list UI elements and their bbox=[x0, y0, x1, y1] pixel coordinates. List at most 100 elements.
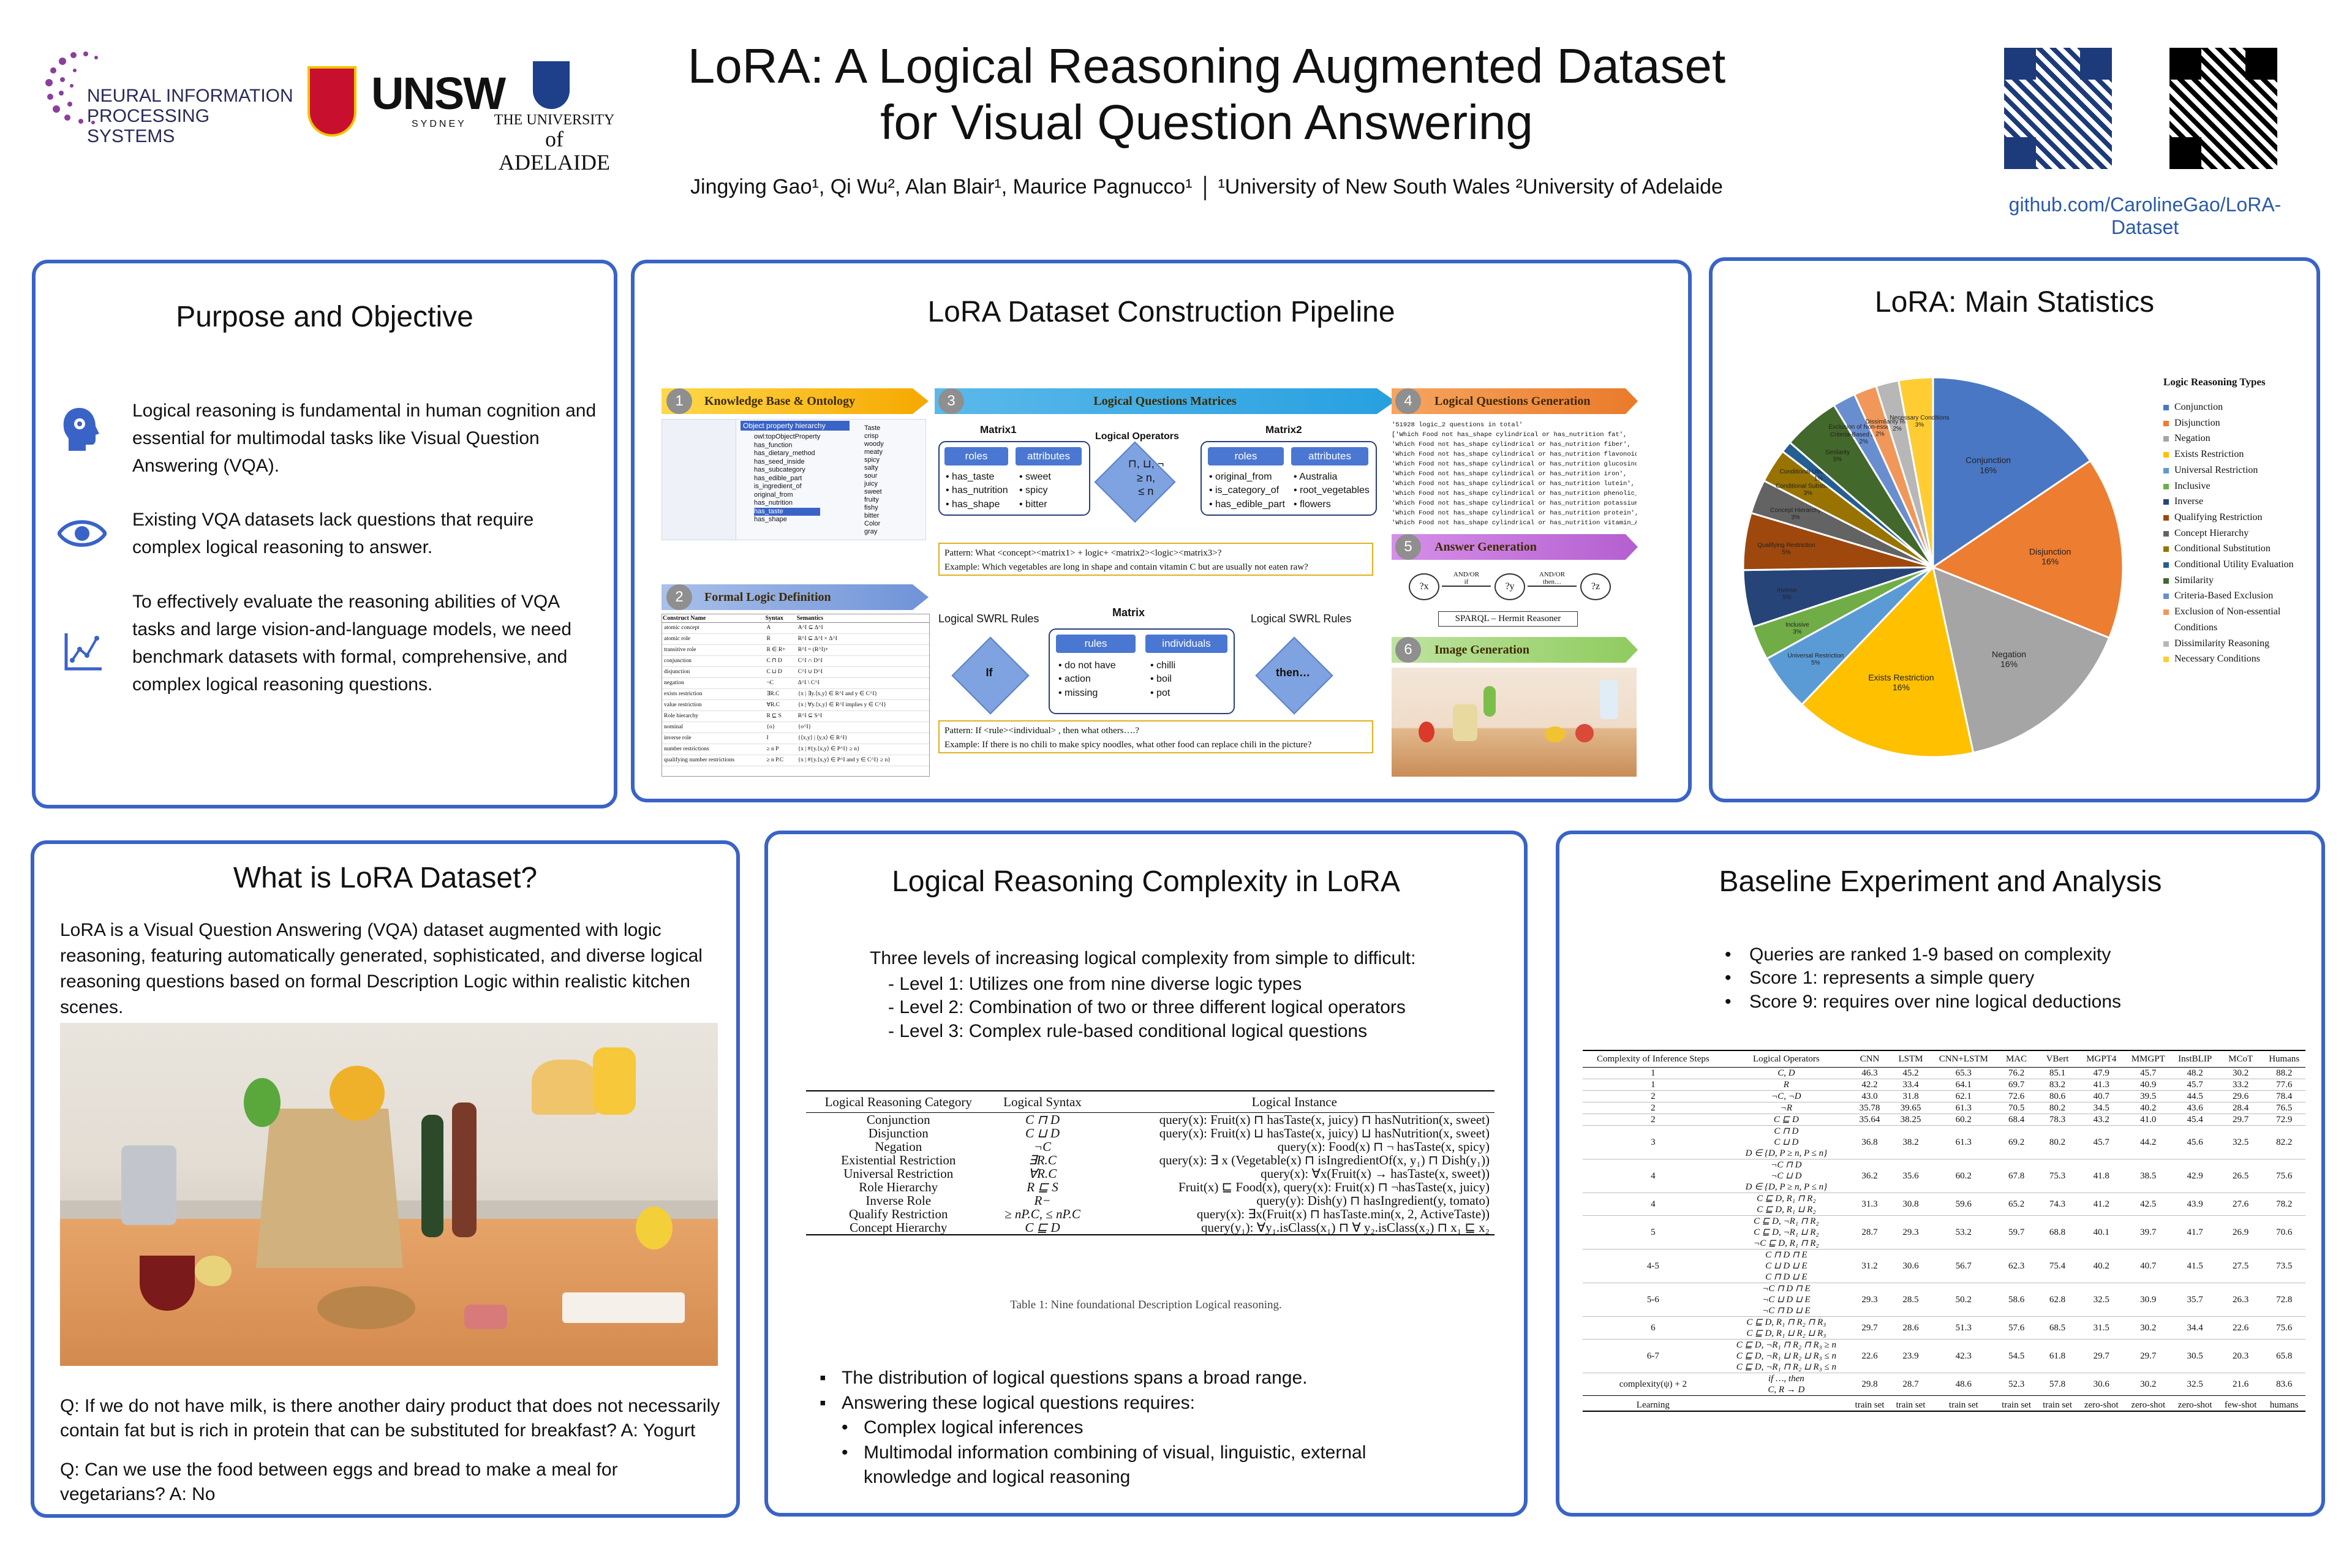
step5-banner: Answer Generation bbox=[1392, 534, 1638, 560]
matrix-cell: • Australia bbox=[1294, 472, 1338, 482]
legend-swatch bbox=[2163, 483, 2169, 489]
baseline-cell: 52.3 bbox=[1996, 1373, 2037, 1396]
baseline-cell: 70.5 bbox=[1996, 1102, 2037, 1114]
baseline-header: Humans bbox=[2263, 1050, 2305, 1068]
taste-item: fishy bbox=[864, 504, 878, 511]
matrix1-col2: • sweet• spicy• bitter bbox=[1019, 470, 1051, 511]
complexity-level: - Level 1: Utilizes one from nine divers… bbox=[888, 974, 1302, 994]
formal-logic-row: exists restriction∃R.C{x | ∃y.⟨x,y⟩ ∈ R^… bbox=[662, 688, 929, 700]
pattern2-line2: Example: If there is no chili to make sp… bbox=[944, 739, 1312, 750]
ontology-panel: Object property hierarchy owl:topObjectP… bbox=[662, 419, 926, 540]
formal-logic-cell: Δ^I \ C^I bbox=[796, 677, 929, 689]
baseline-cell: 40.7 bbox=[2078, 1090, 2125, 1102]
baseline-header: MGPT4 bbox=[2078, 1050, 2125, 1068]
baseline-cell: 75.6 bbox=[2263, 1159, 2305, 1193]
formal-logic-cell: ∃R.C bbox=[764, 688, 796, 700]
baseline-cell: 56.7 bbox=[1931, 1249, 1996, 1283]
legend-item: Inclusive bbox=[2163, 478, 2316, 494]
legend-title: Logic Reasoning Types bbox=[2163, 376, 2266, 388]
baseline-cell: C ⊑ D, R₁ ⊓ R₂ C ⊑ D, R₁ ⊔ R₂ bbox=[1723, 1193, 1849, 1216]
matrix3-col1: • do not have• action• missing bbox=[1058, 659, 1116, 700]
taste-item: salty bbox=[864, 464, 878, 472]
baseline-row: 4¬C ⊓ D ¬C ⊔ D D ∈ {D, P ≥ n, P ≤ n}36.2… bbox=[1583, 1159, 2305, 1193]
baseline-cell: train set bbox=[1996, 1395, 2037, 1412]
ontology-item: has_seed_inside bbox=[754, 458, 805, 466]
baseline-cell: zero-shot bbox=[2125, 1395, 2172, 1412]
legend-label: Similarity bbox=[2174, 575, 2214, 586]
formal-logic-row: qualifying number restrictions≥ n P.C{x … bbox=[662, 755, 929, 766]
baseline-title: Baseline Experiment and Analysis bbox=[1719, 865, 2162, 898]
logic-table-cell: Negation bbox=[875, 1139, 922, 1154]
taste-item: juicy bbox=[864, 480, 878, 488]
baseline-cell: 27.5 bbox=[2218, 1249, 2263, 1283]
qr-code-left-icon[interactable] bbox=[2004, 48, 2112, 169]
baseline-header: MAC bbox=[1996, 1050, 2037, 1068]
legend-label: Necessary Conditions bbox=[2174, 654, 2260, 665]
baseline-cell: 29.6 bbox=[2218, 1090, 2263, 1102]
formal-logic-header: Semantics bbox=[796, 614, 929, 623]
matrix-cell: • has_nutrition bbox=[946, 485, 1008, 496]
complexity-sub-bullet-1: •Complex logical inferences bbox=[842, 1417, 1084, 1438]
baseline-cell: 75.4 bbox=[2037, 1249, 2078, 1283]
baseline-cell: 67.8 bbox=[1996, 1159, 2037, 1193]
baseline-cell: 60.2 bbox=[1931, 1159, 1996, 1193]
formal-logic-cell: I bbox=[764, 733, 796, 744]
logic-table-cell: Universal Restriction bbox=[843, 1166, 954, 1181]
baseline-cell: 4 bbox=[1583, 1193, 1724, 1216]
step2-number: 2 bbox=[666, 584, 692, 610]
baseline-cell: 61.3 bbox=[1931, 1102, 1996, 1114]
baseline-header: CNN bbox=[1849, 1050, 1890, 1068]
complexity-sub-bullet-2: •Multimodal information combining of vis… bbox=[842, 1442, 1366, 1488]
baseline-cell: 2 bbox=[1583, 1102, 1724, 1114]
baseline-cell: 42.5 bbox=[2125, 1193, 2172, 1216]
baseline-cell: zero-shot bbox=[2171, 1395, 2218, 1412]
matrix3-h1: rules bbox=[1056, 635, 1136, 653]
formal-logic-cell: R^I ⊆ Δ^I × Δ^I bbox=[796, 633, 929, 645]
ontology-item: has_taste bbox=[754, 507, 821, 516]
what-card: What is LoRA Dataset? LoRA is a Visual Q… bbox=[31, 840, 740, 1518]
baseline-cell: 48.2 bbox=[2171, 1067, 2218, 1079]
baseline-header: VBert bbox=[2037, 1050, 2078, 1068]
github-link[interactable]: github.com/CarolineGao/LoRA-Dataset bbox=[2008, 194, 2282, 238]
baseline-cell: 30.5 bbox=[2171, 1339, 2218, 1373]
baseline-cell: 47.9 bbox=[2078, 1067, 2125, 1079]
formal-logic-row: value restriction∀R.C{x | ∀y.⟨x,y⟩ ∈ R^I… bbox=[662, 699, 929, 711]
baseline-cell: 75.3 bbox=[2037, 1159, 2078, 1193]
ontology-item: has_subcategory bbox=[754, 466, 805, 473]
then-label: then… bbox=[1276, 666, 1310, 679]
legend-item: Dissimilarity Reasoning bbox=[2163, 636, 2316, 652]
baseline-cell: 59.7 bbox=[1996, 1215, 2037, 1250]
title-line2: for Visual Question Answering bbox=[880, 95, 1533, 149]
formal-logic-cell: {⟨x,y⟩ | ⟨y,x⟩ ∈ R^I} bbox=[796, 733, 929, 744]
baseline-cell: 21.6 bbox=[2218, 1373, 2263, 1396]
what-title: What is LoRA Dataset? bbox=[233, 862, 538, 894]
operators-symbols: ⊓, ⊔, ¬ ≥ n, ≤ n bbox=[1128, 458, 1164, 497]
qr-code-right-icon[interactable] bbox=[2169, 48, 2277, 169]
legend-swatch bbox=[2163, 452, 2169, 458]
legend-label: Inclusive bbox=[2174, 480, 2211, 491]
formal-logic-cell: C^I ∪ D^I bbox=[796, 666, 929, 678]
step3-number: 3 bbox=[938, 388, 964, 414]
baseline-cell: 38.5 bbox=[2125, 1159, 2172, 1193]
neurips-line2: PROCESSING SYSTEMS bbox=[87, 106, 210, 146]
baseline-cell: 29.7 bbox=[2125, 1339, 2172, 1373]
step6-label: Image Generation bbox=[1434, 643, 1529, 657]
legend-item: Exclusion of Non-essential Conditions bbox=[2163, 604, 2316, 635]
neurips-logo: NEURAL INFORMATION PROCESSING SYSTEMS bbox=[38, 43, 295, 146]
table-caption: Table 1: Nine foundational Description L… bbox=[1010, 1298, 1282, 1311]
matrix3-h2: individuals bbox=[1145, 635, 1227, 653]
edge-2: AND/OR then… bbox=[1528, 571, 1577, 587]
complexity-intro: Three levels of increasing logical compl… bbox=[870, 948, 1416, 968]
